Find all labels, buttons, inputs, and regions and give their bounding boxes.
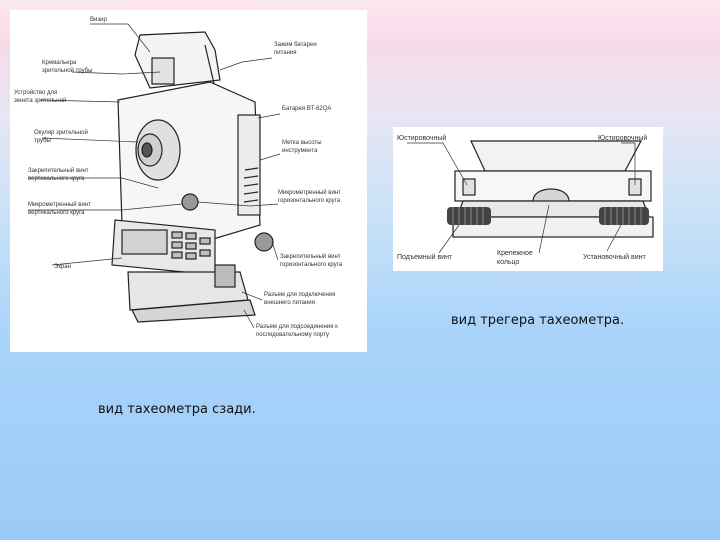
label-h-micro-line1: Микрометренный винт <box>278 189 341 196</box>
label-v-clamp-line2: вертикального круга <box>28 176 85 182</box>
label-ext-power-line1: Разъем для подключения <box>264 292 335 298</box>
label-battery-clamp-line1: Зажим батареи <box>274 42 317 48</box>
label-adjust-left: Юстировочный <box>397 134 446 142</box>
label-zenith-line2: зенита зрительной <box>14 97 66 104</box>
label-v-clamp-line1: Закрепительный винт <box>28 167 89 174</box>
foot-screws <box>447 207 649 225</box>
label-zenith-line1: Устройство для <box>14 89 57 96</box>
label-fix-ring-line2: кольцо <box>497 259 520 266</box>
label-h-micro-line2: горизонтального круга <box>278 198 341 204</box>
tribrach-labels: Юстировочный Юстировочный Подъемный винт… <box>397 134 647 266</box>
instrument-body <box>111 31 274 323</box>
label-pc-port-line1: Разъем для подсоединения к <box>256 324 338 330</box>
total-station-rear-drawing: Визир Зажим батареи питания Кремальера з… <box>14 17 343 338</box>
label-battery: Батарея BT-62QA <box>282 106 331 112</box>
label-height-mark-line2: инструмента <box>282 148 318 154</box>
label-height-mark-line1: Метка высоты <box>282 140 322 146</box>
tribrach-diagram: Юстировочный Юстировочный Подъемный винт… <box>393 127 663 271</box>
label-eyepiece-line1: Окуляр зрительной <box>34 129 88 136</box>
label-ext-power-line2: внешнего питания <box>264 300 315 306</box>
label-h-clamp-line2: горизонтального круга <box>280 262 343 268</box>
label-rack-line2: зрительной трубы <box>42 67 92 74</box>
tribrach-caption: вид трегера тахеометра. <box>451 313 625 328</box>
label-sight: Визир <box>90 17 107 23</box>
label-battery-clamp-line2: питания <box>274 50 297 56</box>
tribrach-drawing: Юстировочный Юстировочный Подъемный винт… <box>397 134 654 266</box>
rear-view-caption: вид тахеометра сзади. <box>98 402 256 417</box>
label-fix-ring-line1: Крепежное <box>497 250 533 257</box>
label-v-micro-line2: вертикального круга <box>28 210 85 216</box>
label-adjust-right: Юстировочный <box>598 134 647 142</box>
label-v-micro-line1: Микрометренный винт <box>28 201 91 208</box>
label-lift-screw: Подъемный винт <box>397 253 453 261</box>
label-h-clamp-line1: Закрепительный винт <box>280 253 341 260</box>
label-pc-port-line2: последовательному порту <box>256 332 329 338</box>
leader-lines <box>28 23 281 329</box>
label-leveling-screw: Установочный винт <box>583 253 647 261</box>
label-screen: Экран <box>54 264 71 270</box>
label-rack-line1: Кремальера <box>42 60 77 66</box>
rear-view-labels: Визир Зажим батареи питания Кремальера з… <box>14 17 343 338</box>
rear-view-diagram: Визир Зажим батареи питания Кремальера з… <box>10 10 367 352</box>
label-eyepiece-line2: трубы <box>34 138 51 144</box>
tribrach-leader-lines <box>407 142 636 254</box>
